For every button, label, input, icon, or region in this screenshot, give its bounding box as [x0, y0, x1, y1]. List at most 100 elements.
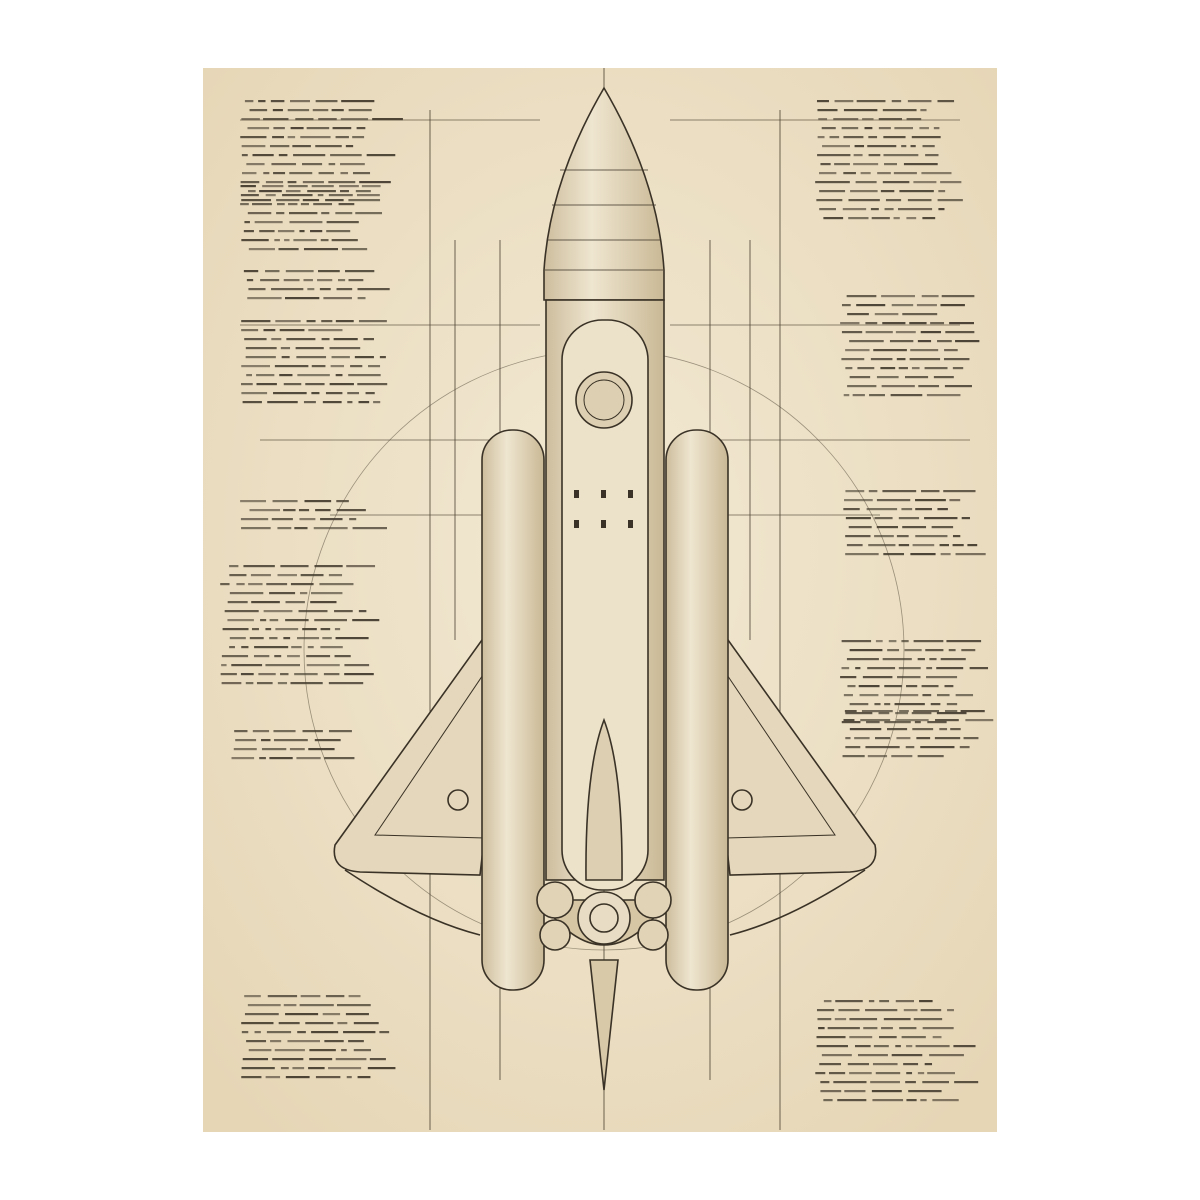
scribble-text [885, 199, 902, 202]
scribble-text [323, 673, 340, 676]
scribble-text [304, 500, 332, 503]
scribble-text [372, 118, 403, 121]
scribble-text [326, 221, 359, 224]
scribble-text [924, 517, 958, 520]
scribble-text [317, 194, 324, 197]
scribble-text [334, 610, 353, 613]
scribble-text [328, 682, 364, 685]
scribble-text [348, 109, 372, 112]
scribble-text [352, 527, 387, 530]
scribble-text [331, 239, 358, 242]
scribble-text [844, 1090, 866, 1093]
scribble-text [924, 1063, 933, 1066]
scribble-text [363, 338, 374, 341]
scribble-text [314, 619, 348, 622]
scribble-text [241, 646, 249, 649]
scribble-text [917, 1072, 925, 1075]
scribble-text [867, 145, 897, 148]
scribble-text [251, 601, 280, 604]
scribble-text [816, 1009, 835, 1012]
scribble-text [340, 190, 349, 193]
scribble-text [325, 392, 343, 395]
scribble-text [252, 730, 270, 733]
scribble-text [901, 508, 913, 511]
scribble-text [881, 385, 915, 388]
scribble-text [930, 703, 941, 706]
scribble-text [278, 154, 288, 157]
scribble-text [948, 649, 956, 652]
scribble-text [297, 1031, 306, 1034]
scribble-text [913, 181, 937, 184]
scribble-text [306, 320, 316, 323]
scribble-text [940, 658, 966, 661]
scribble-text [273, 127, 285, 130]
scribble-text [252, 154, 274, 157]
scribble-text [307, 190, 336, 193]
scribble-text [895, 1000, 914, 1003]
scribble-text [231, 757, 255, 760]
scribble-text [221, 655, 249, 658]
scribble-text [240, 518, 269, 521]
scribble-text [847, 685, 856, 688]
scribble-text [357, 383, 388, 386]
scribble-text [841, 127, 859, 130]
scribble-text [864, 127, 873, 130]
scribble-text [368, 365, 381, 368]
scribble-text [916, 737, 931, 740]
scribble-text [969, 667, 989, 670]
scribble-text [835, 1000, 863, 1003]
scribble-text [297, 374, 330, 377]
scribble-text [876, 376, 899, 379]
scribble-text [921, 295, 939, 298]
scribble-text [852, 394, 865, 397]
scribble-text [952, 544, 964, 547]
scribble-text [838, 1009, 860, 1012]
scribble-text [254, 221, 283, 224]
scribble-text [261, 739, 271, 742]
scribble-text [894, 703, 925, 706]
scribble-text [244, 338, 267, 341]
scribble-text [241, 320, 271, 323]
scribble-text [823, 217, 844, 220]
scribble-text [369, 1058, 386, 1061]
scribble-text [817, 1018, 832, 1021]
scribble-text [315, 509, 331, 512]
scribble-text [874, 703, 881, 706]
scribble-text [340, 172, 349, 175]
scribble-text [884, 163, 897, 166]
scribble-text [246, 163, 265, 166]
scribble-text [960, 710, 985, 713]
scribble-text [934, 737, 961, 740]
scribble-text [848, 199, 880, 202]
scribble-text [331, 109, 344, 112]
scribble-text [347, 392, 360, 395]
scribble-text [241, 365, 270, 368]
scribble-text [296, 757, 321, 760]
scribble-text [224, 610, 259, 613]
scribble-text [241, 329, 259, 332]
scribble-text [961, 649, 976, 652]
scribble-text [256, 682, 273, 685]
scribble-text [868, 544, 896, 547]
scribble-text [816, 199, 843, 202]
scribble-text [940, 304, 965, 307]
scribble-text [338, 203, 355, 206]
scribble-text [263, 610, 293, 613]
scribble-text [280, 673, 289, 676]
scribble-text [249, 637, 264, 640]
scribble-text [285, 1013, 319, 1016]
scribble-text [936, 667, 964, 670]
scribble-text [267, 401, 298, 404]
scribble-text [308, 1067, 325, 1070]
scribble-text [876, 499, 911, 502]
scribble-text [242, 172, 257, 175]
scribble-text [358, 320, 387, 323]
scribble-text [857, 367, 875, 370]
scribble-text [933, 127, 940, 130]
scribble-text [845, 517, 871, 520]
scribble-text [910, 553, 936, 556]
left-booster [481, 429, 545, 991]
scribble-text [946, 703, 958, 706]
scribble-text [379, 356, 386, 359]
scribble-text [311, 185, 334, 188]
